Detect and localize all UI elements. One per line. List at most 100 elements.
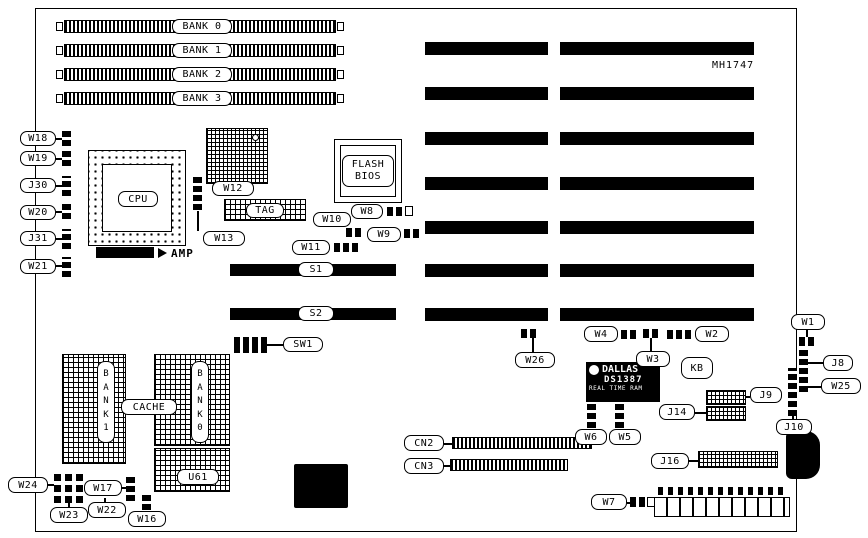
- label-u61: U61: [177, 469, 219, 485]
- leader-line: [689, 460, 698, 462]
- label-w26: W26: [515, 352, 555, 368]
- label-cache-bank1: B A N K 1: [97, 361, 115, 443]
- dallas-model: DS1387: [604, 375, 643, 385]
- label-s1: S1: [298, 262, 334, 277]
- isa-slot-bar: [560, 132, 754, 145]
- isa-slot-bar: [560, 177, 754, 190]
- connector-cn3: [450, 459, 568, 471]
- jumper-pins-w26: [521, 329, 536, 338]
- jumper-pins-w13: [193, 177, 202, 210]
- leader-line: [532, 338, 534, 352]
- label-w9: W9: [367, 227, 401, 242]
- label-j10: J10: [776, 419, 812, 435]
- part-number: MH1747: [712, 60, 755, 71]
- leader-line: [56, 211, 62, 213]
- jumper-pins-w21: [62, 257, 71, 277]
- label-w5: W5: [609, 429, 641, 445]
- jumper-pins-w19: [62, 151, 71, 166]
- leader-line: [792, 415, 794, 419]
- label-w13: W13: [203, 231, 245, 246]
- jumper-pins-w6: [587, 404, 596, 428]
- keyboard-connector: [786, 431, 820, 479]
- chip-w12-pin1-dot: [252, 134, 259, 141]
- simm-latch: [56, 46, 63, 55]
- label-w6: W6: [575, 429, 607, 445]
- connector-pins-j30: [62, 176, 71, 196]
- label-j14: J14: [659, 404, 695, 420]
- simm-latch: [337, 22, 344, 31]
- leader-line: [197, 211, 199, 231]
- label-w18: W18: [20, 131, 56, 146]
- label-w12: W12: [212, 181, 254, 196]
- label-kb: KB: [681, 357, 713, 379]
- leader-line: [56, 265, 62, 267]
- isa-slot-bar: [425, 221, 548, 234]
- jumper-pins-w24-w23-w22: [54, 474, 83, 503]
- jumper-pins-w9: [404, 229, 419, 238]
- leader-line: [808, 362, 823, 364]
- label-tag: TAG: [246, 203, 284, 218]
- ic-chip: [294, 464, 348, 508]
- cpu-bar: [96, 247, 154, 258]
- label-w25: W25: [821, 378, 861, 394]
- leader-line: [650, 338, 652, 351]
- jumper-pins-w18: [62, 131, 71, 146]
- isa-slot-bar: [560, 221, 754, 234]
- label-cn3: CN3: [404, 458, 444, 474]
- label-j31: J31: [20, 231, 56, 246]
- isa-slot-bar: [425, 177, 548, 190]
- label-j16: J16: [651, 453, 689, 469]
- leader-line: [68, 503, 70, 507]
- label-flash-bios: FLASH BIOS: [342, 155, 394, 187]
- leader-line: [444, 465, 450, 467]
- label-cn2: CN2: [404, 435, 444, 451]
- label-w23: W23: [50, 507, 88, 523]
- connector-j14: [706, 406, 746, 421]
- edge-connector-pads: [658, 487, 786, 495]
- simm-latch: [337, 46, 344, 55]
- label-bank3: BANK 3: [172, 91, 232, 106]
- label-cpu: CPU: [118, 191, 158, 207]
- jumper-pins-w7: [630, 497, 645, 507]
- isa-slot-bar: [425, 42, 548, 55]
- label-w20: W20: [20, 205, 56, 220]
- leader-line: [808, 386, 821, 388]
- leader-line: [267, 344, 283, 346]
- dallas-rtc-chip: DALLAS DS1387 REAL TIME RAM: [586, 362, 660, 402]
- leader-line: [56, 185, 62, 187]
- simm-latch: [56, 94, 63, 103]
- leader-line: [122, 487, 126, 489]
- label-w8: W8: [351, 204, 383, 219]
- isa-slot-bar: [425, 132, 548, 145]
- label-w4: W4: [584, 326, 618, 342]
- leader-line: [56, 238, 62, 240]
- label-j30: J30: [20, 178, 56, 193]
- label-j8: J8: [823, 355, 853, 371]
- isa-slot-bar: [560, 87, 754, 100]
- jumper-pins-w1: [799, 337, 814, 346]
- simm-latch: [337, 70, 344, 79]
- jumper-pins-w11: [334, 243, 358, 252]
- isa-slot-bar: [425, 308, 548, 321]
- label-w16: W16: [128, 511, 166, 527]
- connector-pins-j8-w25: [799, 350, 808, 392]
- label-w19: W19: [20, 151, 56, 166]
- dallas-brand: DALLAS: [602, 364, 639, 375]
- leader-line: [695, 412, 706, 414]
- simm-latch: [56, 22, 63, 31]
- label-w24: W24: [8, 477, 48, 493]
- leader-line: [444, 443, 452, 445]
- edge-connector-cells: [654, 497, 790, 517]
- jumper-pins-w8: [387, 207, 402, 216]
- isa-slot-bar: [425, 264, 548, 277]
- jumper-pins-w3: [643, 329, 658, 338]
- leader-line: [104, 498, 106, 502]
- label-bank2: BANK 2: [172, 67, 232, 82]
- leader-line: [627, 502, 630, 504]
- label-w21: W21: [20, 259, 56, 274]
- label-cache: CACHE: [121, 399, 177, 415]
- jumper-pins-w5: [615, 404, 624, 428]
- connector-pins-j31: [62, 229, 71, 249]
- label-j9: J9: [750, 387, 782, 403]
